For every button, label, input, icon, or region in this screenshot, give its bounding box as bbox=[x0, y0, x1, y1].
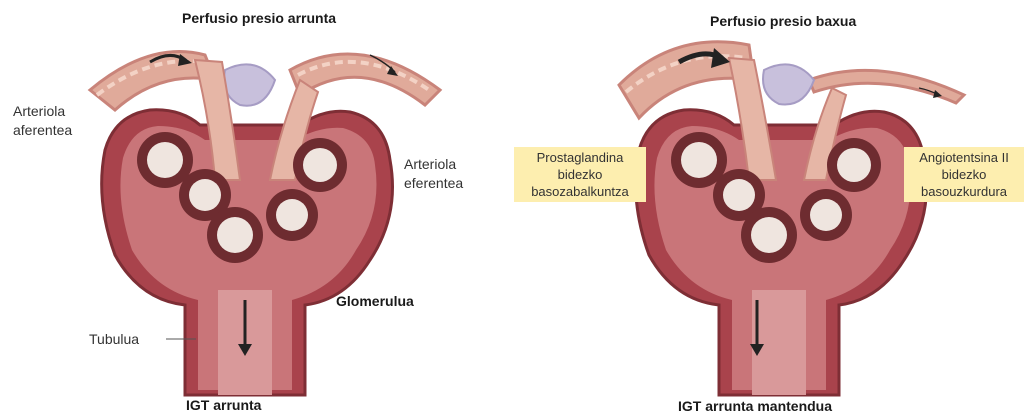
normal-perfusion-title: Perfusio presio arrunta bbox=[182, 10, 336, 26]
normal-perfusion-panel: Perfusio presio arrunta Arteriola aferen… bbox=[0, 0, 514, 419]
angiotensin-vasoconstriction-callout: Angiotentsina II bidezko basouzkurdura bbox=[904, 147, 1024, 202]
maintained-gfr-caption: IGT arrunta mantendua bbox=[678, 398, 832, 414]
tubule-lumen bbox=[752, 290, 806, 395]
afferent-arteriole-label: Arteriola aferentea bbox=[13, 102, 72, 140]
normal-gfr-caption: IGT arrunta bbox=[186, 397, 261, 413]
normal-glomerulus-illustration bbox=[0, 0, 514, 419]
low-perfusion-title: Perfusio presio baxua bbox=[710, 13, 856, 29]
juxtaglomerular-cells bbox=[224, 64, 275, 105]
juxtaglomerular-cells bbox=[763, 64, 814, 104]
efferent-arteriole-label: Arteriola eferentea bbox=[404, 155, 463, 193]
tubule-label: Tubulua bbox=[89, 330, 139, 349]
prostaglandin-vasodilation-callout: Prostaglandina bidezko basozabalkuntza bbox=[514, 147, 646, 202]
low-perfusion-glomerulus-illustration bbox=[514, 0, 1028, 419]
glomerulus-label: Glomerulua bbox=[336, 293, 414, 309]
low-perfusion-panel: Perfusio presio baxua Prostaglandina bid… bbox=[514, 0, 1028, 419]
